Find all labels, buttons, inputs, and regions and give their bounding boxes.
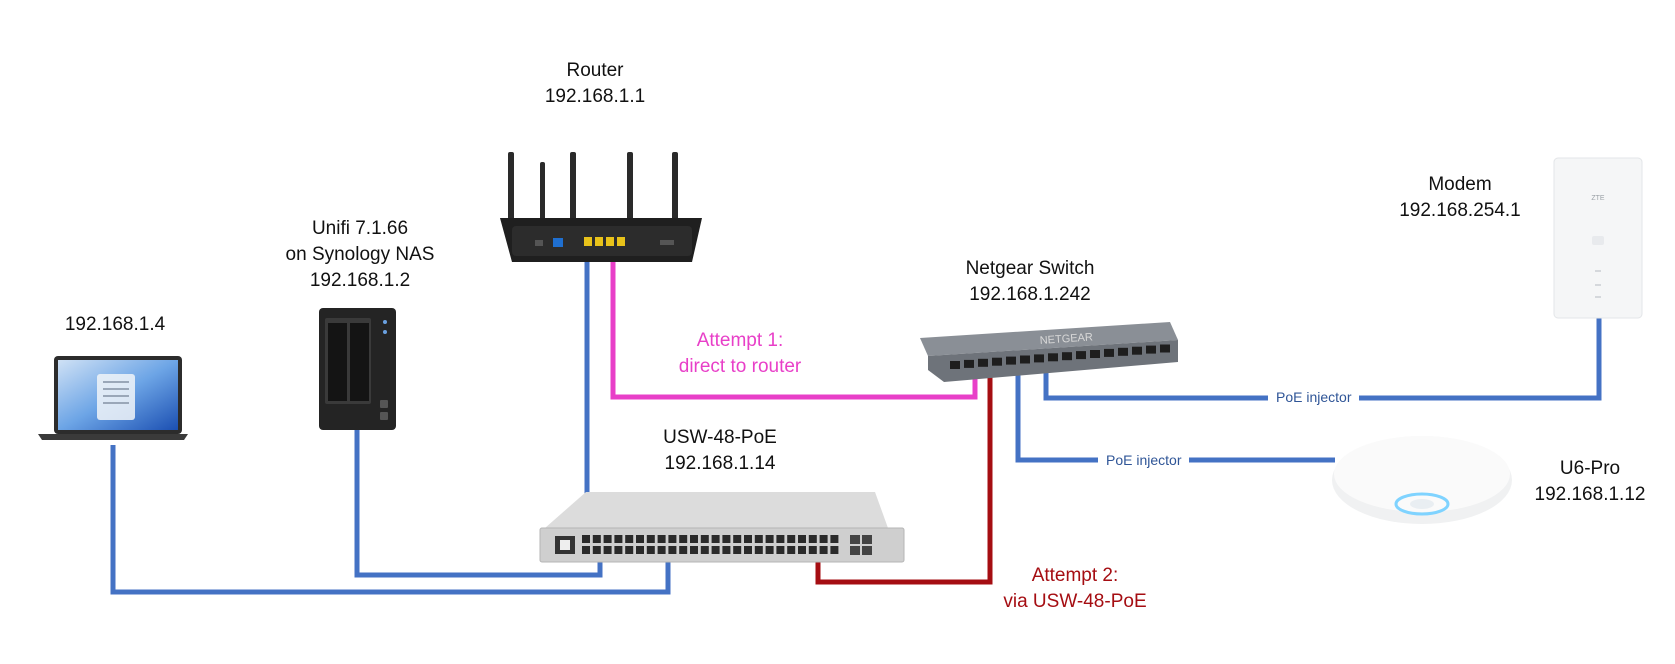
laptop-label: 192.168.1.4: [30, 312, 200, 338]
modem-image: ZTE: [1553, 157, 1643, 319]
ap-name: U6-Pro: [1559, 458, 1621, 479]
svg-text:ZTE: ZTE: [1591, 195, 1605, 202]
attempt2-label: Attempt 2: via USW-48-PoE: [975, 563, 1175, 615]
ap-ip: 192.168.1.12: [1534, 484, 1646, 505]
poe-injector-label-ap: PoE injector: [1098, 451, 1190, 469]
link-attempt1: [610, 250, 978, 400]
nas-image: [319, 308, 396, 430]
attempt1-desc: direct to router: [678, 356, 802, 377]
netgear-label: Netgear Switch 192.168.1.242: [930, 256, 1130, 308]
modem-label: Modem 192.168.254.1: [1370, 172, 1550, 224]
attempt2-title: Attempt 2:: [1031, 565, 1119, 586]
ap-image: [1332, 436, 1512, 524]
link-laptop-usw: [110, 445, 671, 595]
netgear-name: Netgear Switch: [965, 258, 1095, 279]
svg-text:NETGEAR: NETGEAR: [1039, 331, 1093, 347]
attempt1-title: Attempt 1:: [696, 330, 784, 351]
nas-label: Unifi 7.1.66 on Synology NAS 192.168.1.2: [250, 216, 470, 294]
link-netgear-ap: [1015, 372, 1335, 463]
router-label: Router 192.168.1.1: [480, 58, 710, 110]
usw-label: USW-48-PoE 192.168.1.14: [620, 425, 820, 477]
router-image: [500, 152, 702, 262]
laptop-ip: 192.168.1.4: [64, 314, 166, 335]
link-attempt2: [815, 375, 993, 585]
link-nas-usw: [354, 430, 603, 578]
attempt2-desc: via USW-48-PoE: [1003, 591, 1147, 612]
modem-name: Modem: [1428, 174, 1492, 195]
usw-image: [539, 492, 905, 563]
ap-label: U6-Pro 192.168.1.12: [1510, 456, 1670, 508]
netgear-image: NETGEAR: [920, 322, 1178, 382]
router-ip: 192.168.1.1: [544, 86, 646, 107]
poe-injector-label-modem: PoE injector: [1268, 388, 1360, 406]
laptop-image: [38, 356, 188, 440]
nas-ip: 192.168.1.2: [309, 270, 411, 291]
netgear-ip: 192.168.1.242: [969, 284, 1091, 305]
attempt1-label: Attempt 1: direct to router: [640, 328, 840, 380]
usw-name: USW-48-PoE: [663, 427, 777, 448]
usw-ip: 192.168.1.14: [664, 453, 776, 474]
modem-ip: 192.168.254.1: [1399, 200, 1521, 221]
nas-line2: on Synology NAS: [285, 244, 435, 265]
nas-line1: Unifi 7.1.66: [311, 218, 409, 239]
router-name: Router: [566, 60, 624, 81]
